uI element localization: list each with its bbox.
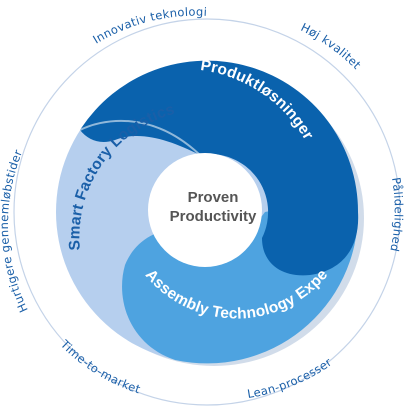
- label-lean-processer: Lean-processer: [246, 355, 334, 401]
- label-paalidelighed: Pålidelighed: [387, 176, 405, 253]
- center-circle: [148, 153, 262, 267]
- outer-ring: [13, 18, 401, 406]
- center-title-line1: Proven: [188, 189, 239, 206]
- label-time-to-market: Time-to-market: [57, 336, 142, 396]
- segment-dark: [80, 60, 359, 276]
- label-innovativ-teknologi: Innovativ teknologi: [90, 5, 207, 47]
- center-title-line2: Productivity: [170, 208, 257, 225]
